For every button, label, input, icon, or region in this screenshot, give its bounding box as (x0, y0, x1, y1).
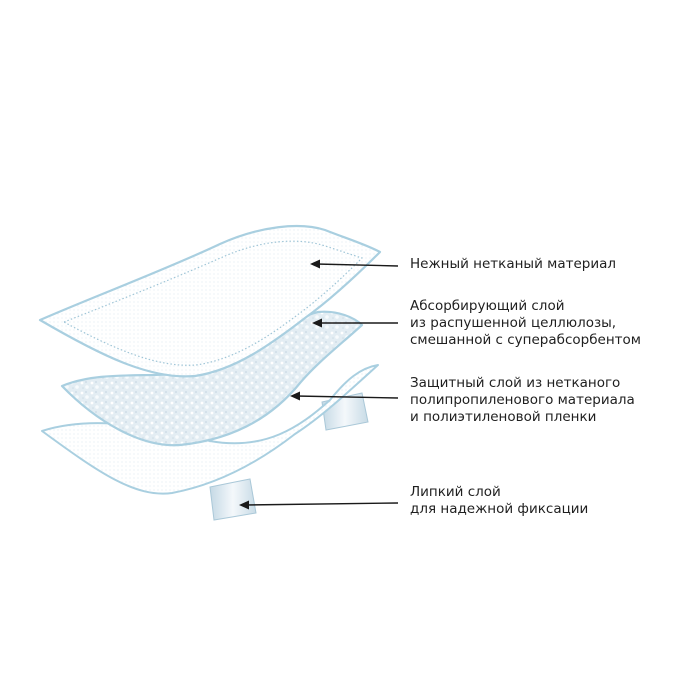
arrow-1 (310, 259, 399, 269)
label-line: и полиэтиленовой пленки (410, 409, 597, 425)
adhesive-strip-front (209, 478, 257, 521)
label-line: для надежной фиксации (410, 501, 589, 517)
top-nonwoven-layer (38, 225, 382, 378)
arrow-3 (290, 391, 399, 401)
adhesive-strip-back (321, 392, 369, 431)
label-line: смешанной с суперабсорбентом (410, 332, 641, 348)
label-top-layer: Нежный нетканый материал (410, 256, 616, 273)
label-line: Нежный нетканый материал (410, 256, 617, 272)
label-line: Абсорбирующий слой (410, 298, 565, 314)
label-line: Липкий слой (410, 484, 501, 500)
label-line: Защитный слой из нетканого (410, 375, 621, 391)
arrow-4 (239, 500, 399, 510)
label-absorbent-layer: Абсорбирующий слой из распушенной целлюл… (410, 298, 641, 349)
label-line: из распушенной целлюлозы, (410, 315, 617, 331)
label-line: полипропиленового материала (410, 392, 635, 408)
label-adhesive-layer: Липкий слой для надежной фиксации (410, 484, 588, 518)
label-protective-layer: Защитный слой из нетканого полипропилено… (410, 375, 635, 426)
arrow-2 (312, 318, 398, 328)
